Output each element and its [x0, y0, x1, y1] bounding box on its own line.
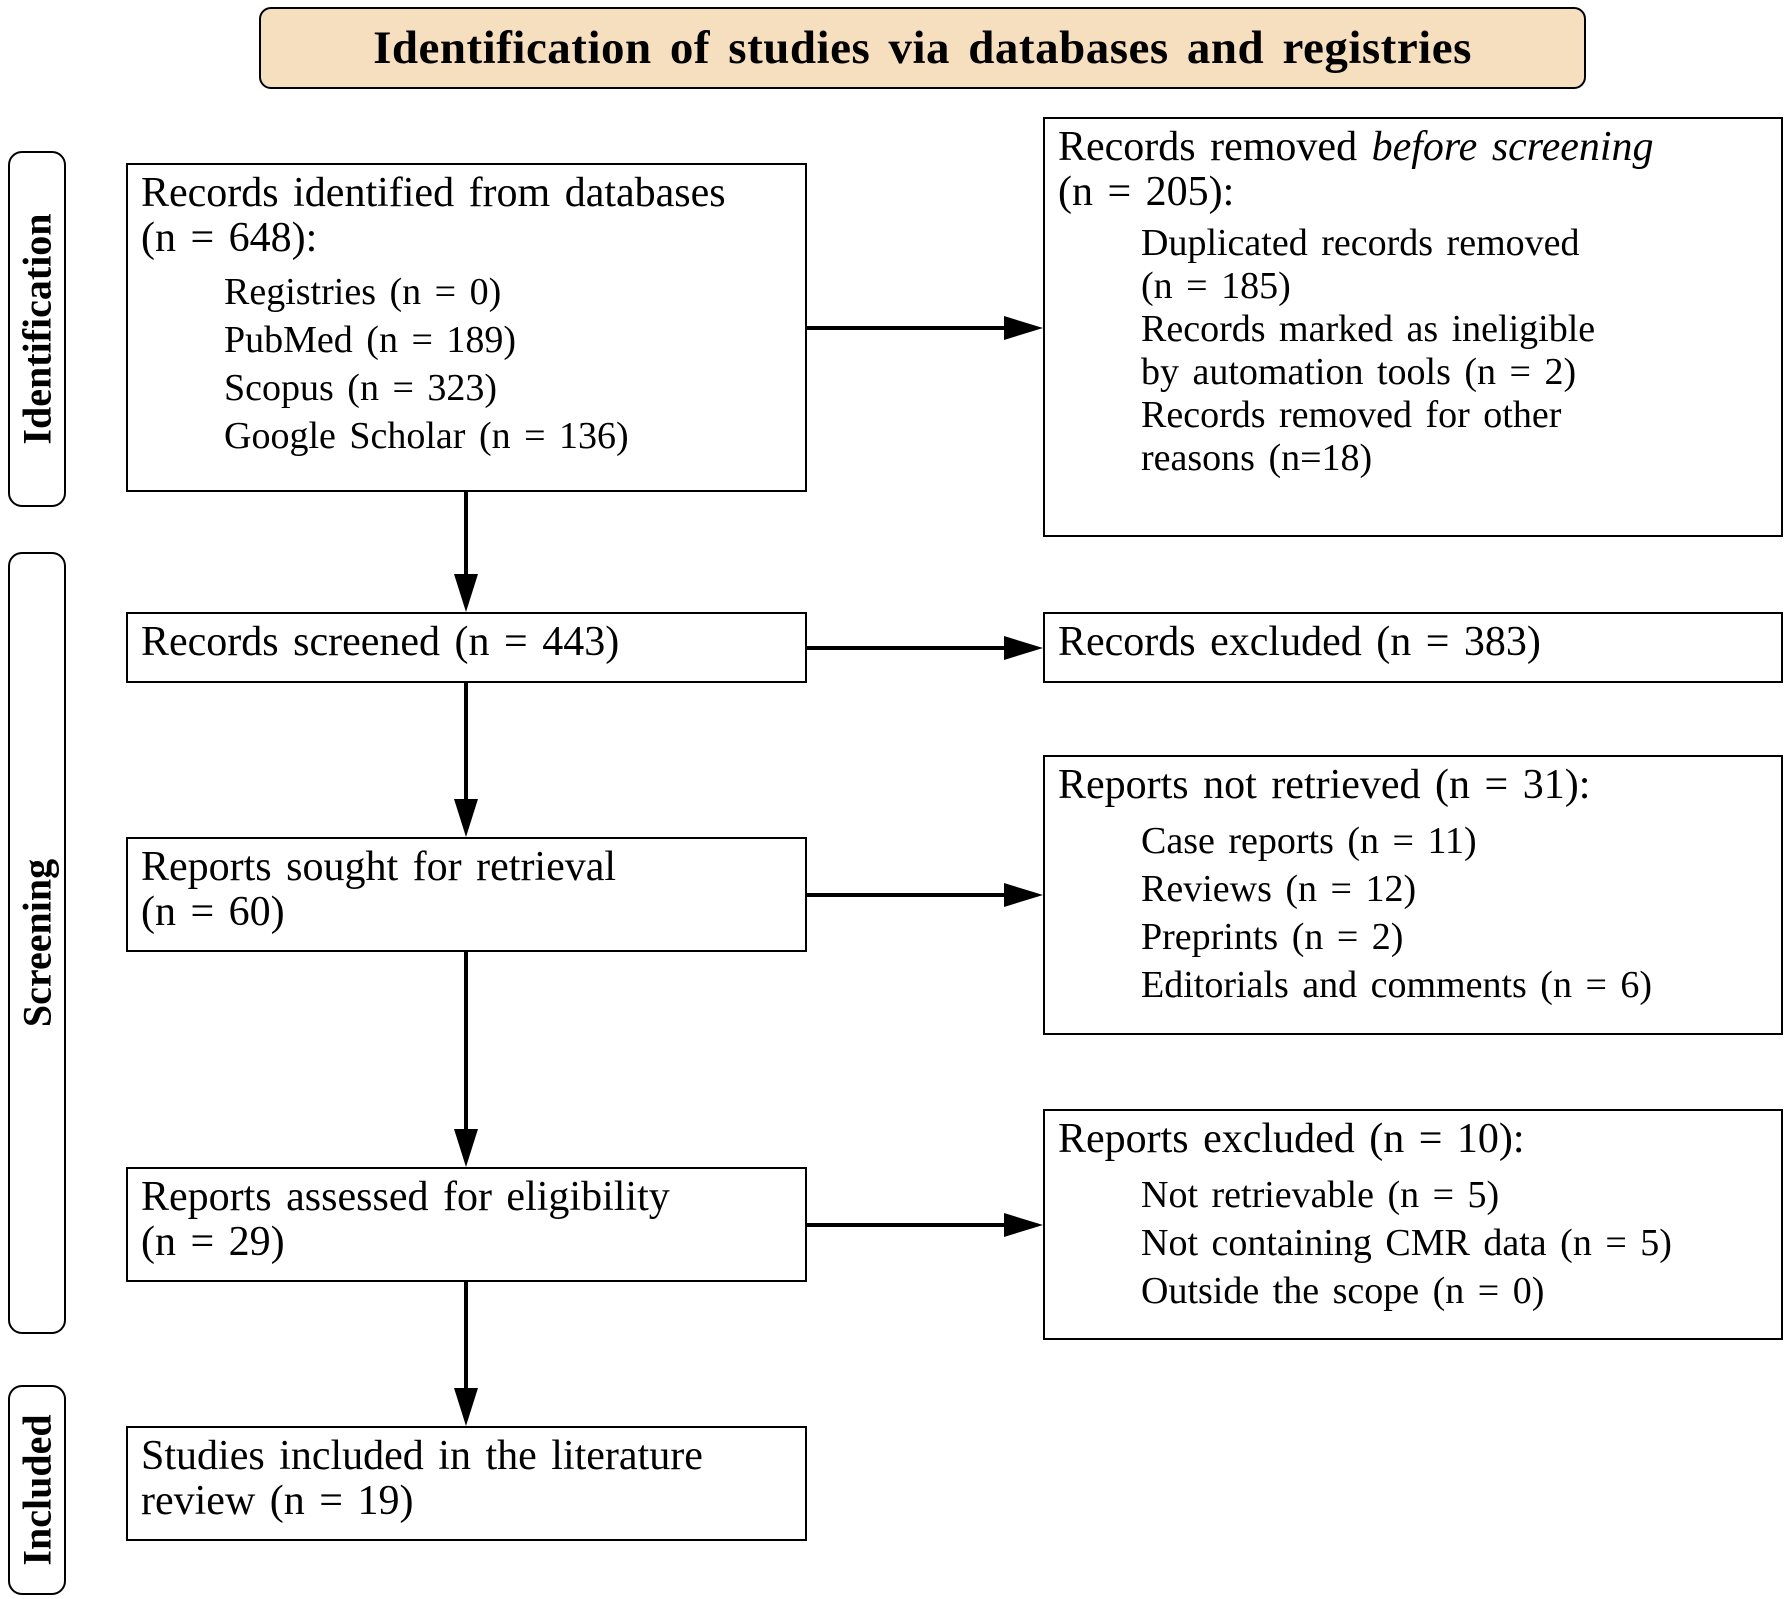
arrowhead-down-2	[454, 799, 478, 837]
diagram-title: Identification of studies via databases …	[259, 7, 1586, 89]
box-records-screened: Records screened (n = 443)	[126, 612, 807, 683]
reports-excluded-line1: Reports excluded (n = 10):	[1058, 1116, 1525, 1162]
records-removed-item-4: by automation tools (n = 2)	[1141, 351, 1577, 393]
not-retrieved-preprints: Preprints (n = 2)	[1141, 916, 1404, 958]
reports-excluded-no-cmr-data: Not containing CMR data (n = 5)	[1141, 1222, 1672, 1264]
records-removed-item-3: Records marked as ineligible	[1141, 308, 1596, 350]
box-reports-not-retrieved: Reports not retrieved (n = 31): Case rep…	[1043, 755, 1783, 1035]
arrowhead-right-3	[1004, 883, 1043, 907]
arrowhead-right-2	[1004, 636, 1043, 660]
phase-identification: Identification	[8, 151, 66, 507]
records-excluded-line1: Records excluded (n = 383)	[1058, 619, 1541, 665]
phase-included: Included	[8, 1385, 66, 1595]
phase-screening: Screening	[8, 552, 66, 1334]
studies-included-line1: Studies included in the literature	[141, 1433, 703, 1479]
records-identified-line1: Records identified from databases	[141, 170, 726, 216]
records-removed-item-2: (n = 185)	[1141, 265, 1291, 307]
records-identified-registries: Registries (n = 0)	[224, 271, 502, 313]
reports-excluded-outside-scope: Outside the scope (n = 0)	[1141, 1270, 1545, 1312]
arrowhead-right-4	[1004, 1213, 1043, 1237]
records-identified-pubmed: PubMed (n = 189)	[224, 319, 517, 361]
reports-sought-line2: (n = 60)	[141, 889, 285, 935]
records-removed-line2: (n = 205):	[1058, 169, 1235, 215]
records-removed-item-1: Duplicated records removed	[1141, 222, 1580, 264]
reports-sought-line1: Reports sought for retrieval	[141, 844, 617, 890]
not-retrieved-reviews: Reviews (n = 12)	[1141, 868, 1417, 910]
not-retrieved-editorials: Editorials and comments (n = 6)	[1141, 964, 1653, 1006]
box-reports-sought: Reports sought for retrieval (n = 60)	[126, 837, 807, 952]
not-retrieved-case-reports: Case reports (n = 11)	[1141, 820, 1477, 862]
arrowhead-down-3	[454, 1129, 478, 1167]
reports-not-retrieved-line1: Reports not retrieved (n = 31):	[1058, 762, 1591, 808]
records-identified-scopus: Scopus (n = 323)	[224, 367, 498, 409]
box-reports-assessed: Reports assessed for eligibility (n = 29…	[126, 1167, 807, 1282]
arrowhead-right-1	[1004, 316, 1043, 340]
records-removed-item-5: Records removed for other	[1141, 394, 1562, 436]
records-removed-italic: before screening	[1371, 124, 1654, 170]
records-removed-item-6: reasons (n=18)	[1141, 437, 1373, 479]
reports-assessed-line2: (n = 29)	[141, 1219, 285, 1265]
box-reports-excluded: Reports excluded (n = 10): Not retrievab…	[1043, 1109, 1783, 1340]
arrowhead-down-1	[454, 574, 478, 612]
arrowhead-down-4	[454, 1388, 478, 1426]
records-removed-line1: Records removed before screening	[1058, 125, 1781, 170]
box-records-removed: Records removed before screening (n = 20…	[1043, 117, 1783, 537]
records-identified-line2: (n = 648):	[141, 215, 318, 261]
box-records-excluded: Records excluded (n = 383)	[1043, 612, 1783, 683]
box-records-identified: Records identified from databases (n = 6…	[126, 163, 807, 492]
box-studies-included: Studies included in the literature revie…	[126, 1426, 807, 1541]
reports-excluded-not-retrievable: Not retrievable (n = 5)	[1141, 1174, 1500, 1216]
records-screened-line1: Records screened (n = 443)	[141, 619, 620, 665]
records-removed-prefix: Records removed	[1058, 124, 1372, 170]
records-identified-google-scholar: Google Scholar (n = 136)	[224, 415, 629, 457]
studies-included-line2: review (n = 19)	[141, 1478, 414, 1524]
reports-assessed-line1: Reports assessed for eligibility	[141, 1174, 670, 1220]
